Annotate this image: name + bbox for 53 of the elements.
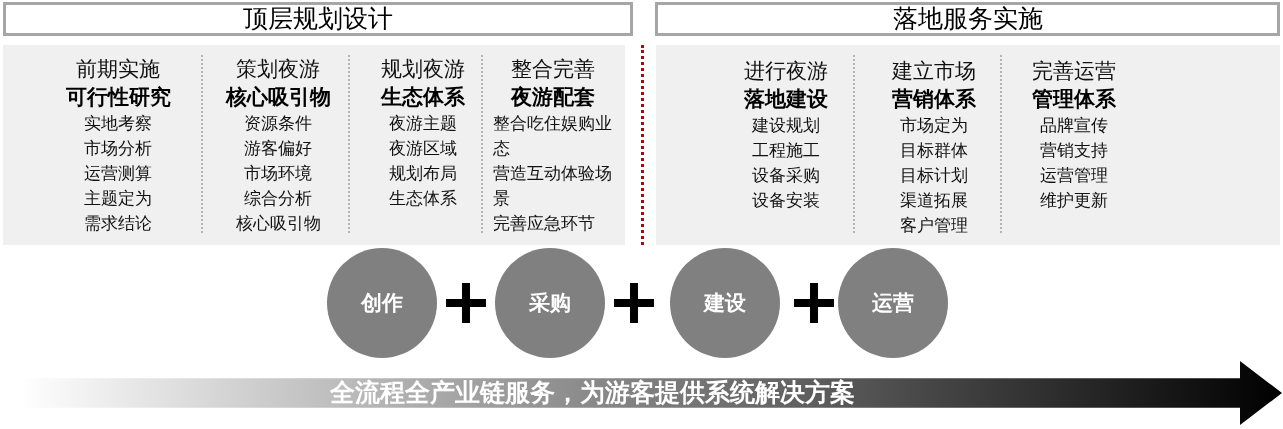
step-circle: 运营 [838, 248, 948, 358]
step-circle: 建设 [670, 248, 780, 358]
list-item: 市场定为 [899, 114, 968, 137]
list-item: 运营测算 [84, 162, 152, 185]
column-heading: 核心吸引物 [225, 84, 331, 111]
list-item: 生态体系 [389, 187, 457, 210]
list-item: 资源条件 [244, 112, 312, 135]
list-item: 维护更新 [1039, 189, 1108, 212]
panel-background [656, 45, 1280, 245]
banner-text: 全流程全产业链服务，为游客提供系统解决方案 [330, 377, 855, 409]
list-item: 综合分析 [244, 187, 312, 210]
list-item: 夜游主题 [389, 112, 457, 135]
column-title: 整合完善 [511, 56, 595, 83]
list-item: 需求结论 [84, 212, 152, 235]
column-title: 进行夜游 [744, 58, 828, 85]
column-heading: 夜游配套 [511, 84, 595, 111]
list-item: 实地考察 [84, 112, 152, 135]
list-item: 整合吃住娱购业态 [493, 112, 613, 160]
column-title: 前期实施 [76, 56, 160, 83]
list-item: 客户管理 [899, 214, 968, 237]
panel-background [3, 45, 625, 245]
column-heading: 生态体系 [381, 84, 465, 111]
column-title: 策划夜游 [236, 56, 320, 83]
list-item: 市场环境 [244, 162, 312, 185]
list-item: 目标群体 [899, 139, 968, 162]
step-circle: 采购 [495, 248, 605, 358]
column-heading: 营销体系 [891, 86, 976, 113]
column-title: 完善运营 [1031, 58, 1116, 85]
list-item: 渠道拓展 [899, 189, 968, 212]
section-header: 顶层规划设计 [3, 2, 633, 36]
list-item: 核心吸引物 [235, 212, 321, 235]
list-item: 规划布局 [389, 162, 457, 185]
column-title: 建立市场 [891, 58, 976, 85]
list-item: 设备安装 [752, 189, 820, 212]
column-title: 规划夜游 [381, 56, 465, 83]
list-item: 市场分析 [84, 137, 152, 160]
list-item: 主题定为 [84, 187, 152, 210]
column-heading: 管理体系 [1031, 86, 1116, 113]
list-item: 建设规划 [752, 114, 820, 137]
step-circle: 创作 [327, 248, 437, 358]
list-item: 营造互动体验场景 [493, 162, 613, 210]
list-item: 夜游区域 [389, 137, 457, 160]
column-heading: 落地建设 [744, 86, 828, 113]
list-item: 工程施工 [752, 139, 820, 162]
list-item: 设备采购 [752, 164, 820, 187]
list-item: 目标计划 [899, 164, 968, 187]
list-item: 品牌宣传 [1039, 114, 1108, 137]
list-item: 运营管理 [1039, 164, 1108, 187]
column-heading: 可行性研究 [65, 84, 171, 111]
list-item: 游客偏好 [244, 137, 312, 160]
list-item: 完善应急环节 [493, 212, 596, 235]
list-item: 营销支持 [1039, 139, 1108, 162]
section-header: 落地服务实施 [655, 2, 1280, 36]
